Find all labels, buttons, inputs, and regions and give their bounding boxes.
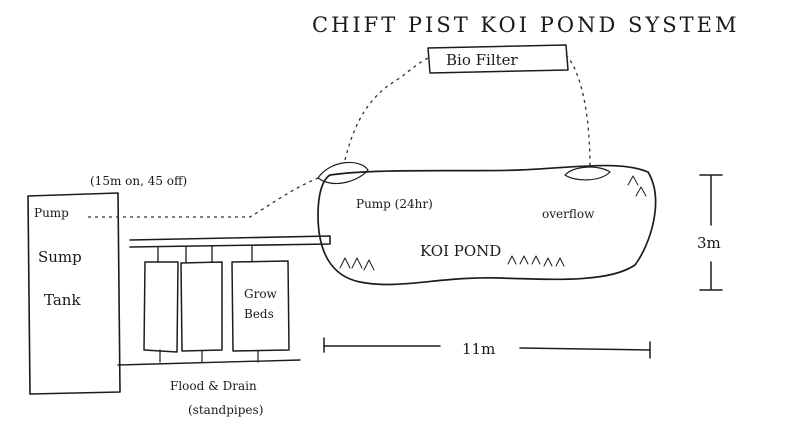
sump-pump-label: Pump [34, 206, 69, 220]
koi-pond: Pump (24hr) overflow KOI POND [317, 161, 657, 286]
bio-filter: Bio Filter [427, 44, 569, 74]
tank-label: Tank [44, 291, 81, 309]
flood-drain-label: Flood & Drain [170, 379, 257, 393]
koi-pond-label: KOI POND [420, 242, 501, 260]
beds-label: Beds [244, 307, 274, 321]
grow-beds: Grow Beds [117, 260, 301, 366]
pump-schedule-note: (15m on, 45 off) [90, 174, 187, 188]
sump-tank: Pump Sump Tank [27, 192, 121, 395]
standpipes-label: (standpipes) [188, 403, 263, 417]
grow-label: Grow [244, 287, 278, 301]
diagram-title: CHIFT PIST KOI POND SYSTEM [312, 13, 739, 37]
length-label: 11m [462, 340, 495, 358]
bio-filter-label: Bio Filter [446, 51, 519, 69]
pond-pump-label: Pump (24hr) [356, 197, 433, 211]
overflow-label: overflow [542, 207, 595, 221]
grow-bed-manifold [129, 235, 331, 263]
length-dimension: 11m [323, 337, 651, 359]
pipe-pond-to-filter [344, 57, 429, 161]
width-label: 3m [697, 234, 721, 252]
pipe-filter-to-pond [565, 54, 591, 169]
sump-label: Sump [38, 248, 82, 266]
pipe-sump-to-pond [88, 177, 319, 218]
width-dimension: 3m [697, 174, 723, 291]
